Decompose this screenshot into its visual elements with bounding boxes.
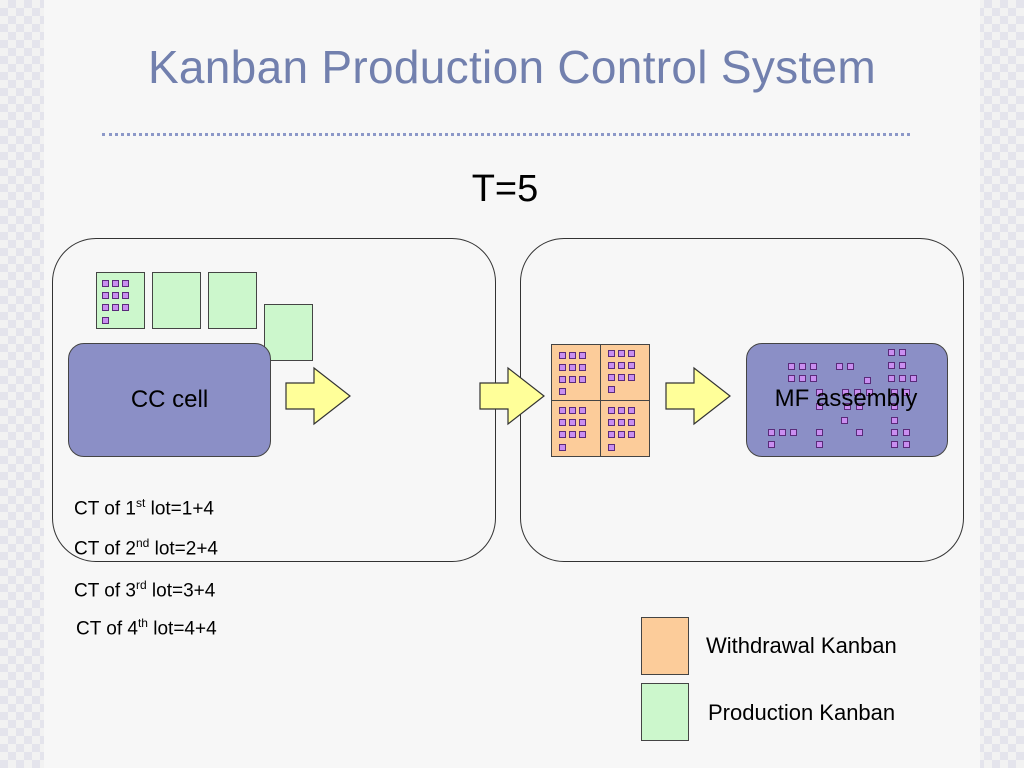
production-kanban-card-with-parts (96, 272, 145, 329)
production-kanban-card (264, 304, 313, 361)
legend-production-swatch (641, 683, 689, 741)
cycle-time-note: CT of 1st lot=1+4 (74, 496, 214, 520)
time-label: T=5 (471, 168, 539, 210)
production-kanban-card (208, 272, 257, 329)
withdrawal-kanban-card (600, 344, 650, 401)
mf-assembly-label: MF assembly (774, 385, 918, 412)
legend-withdrawal-label: Withdrawal Kanban (706, 633, 897, 658)
mf-assembly-process (746, 343, 948, 457)
assembly-parts-cluster (746, 343, 946, 455)
flow-arrow-icon (479, 366, 545, 426)
flow-arrow-icon (665, 366, 731, 426)
title-divider (102, 133, 910, 136)
cycle-time-note: CT of 2nd lot=2+4 (74, 536, 218, 560)
withdrawal-kanban-card (551, 344, 601, 401)
cc-cell-process: CC cell (68, 343, 271, 457)
withdrawal-kanban-card (600, 400, 650, 457)
withdrawal-kanban-card (551, 400, 601, 457)
cycle-time-note: CT of 4th lot=4+4 (76, 616, 217, 640)
legend-withdrawal-swatch (641, 617, 689, 675)
legend-production-label: Production Kanban (708, 700, 896, 725)
cc-cell-label: CC cell (130, 386, 209, 413)
production-kanban-card (152, 272, 201, 329)
flow-arrow-icon (285, 366, 351, 426)
page-title: Kanban Production Control System (147, 41, 877, 93)
cycle-time-note: CT of 3rd lot=3+4 (74, 578, 216, 602)
